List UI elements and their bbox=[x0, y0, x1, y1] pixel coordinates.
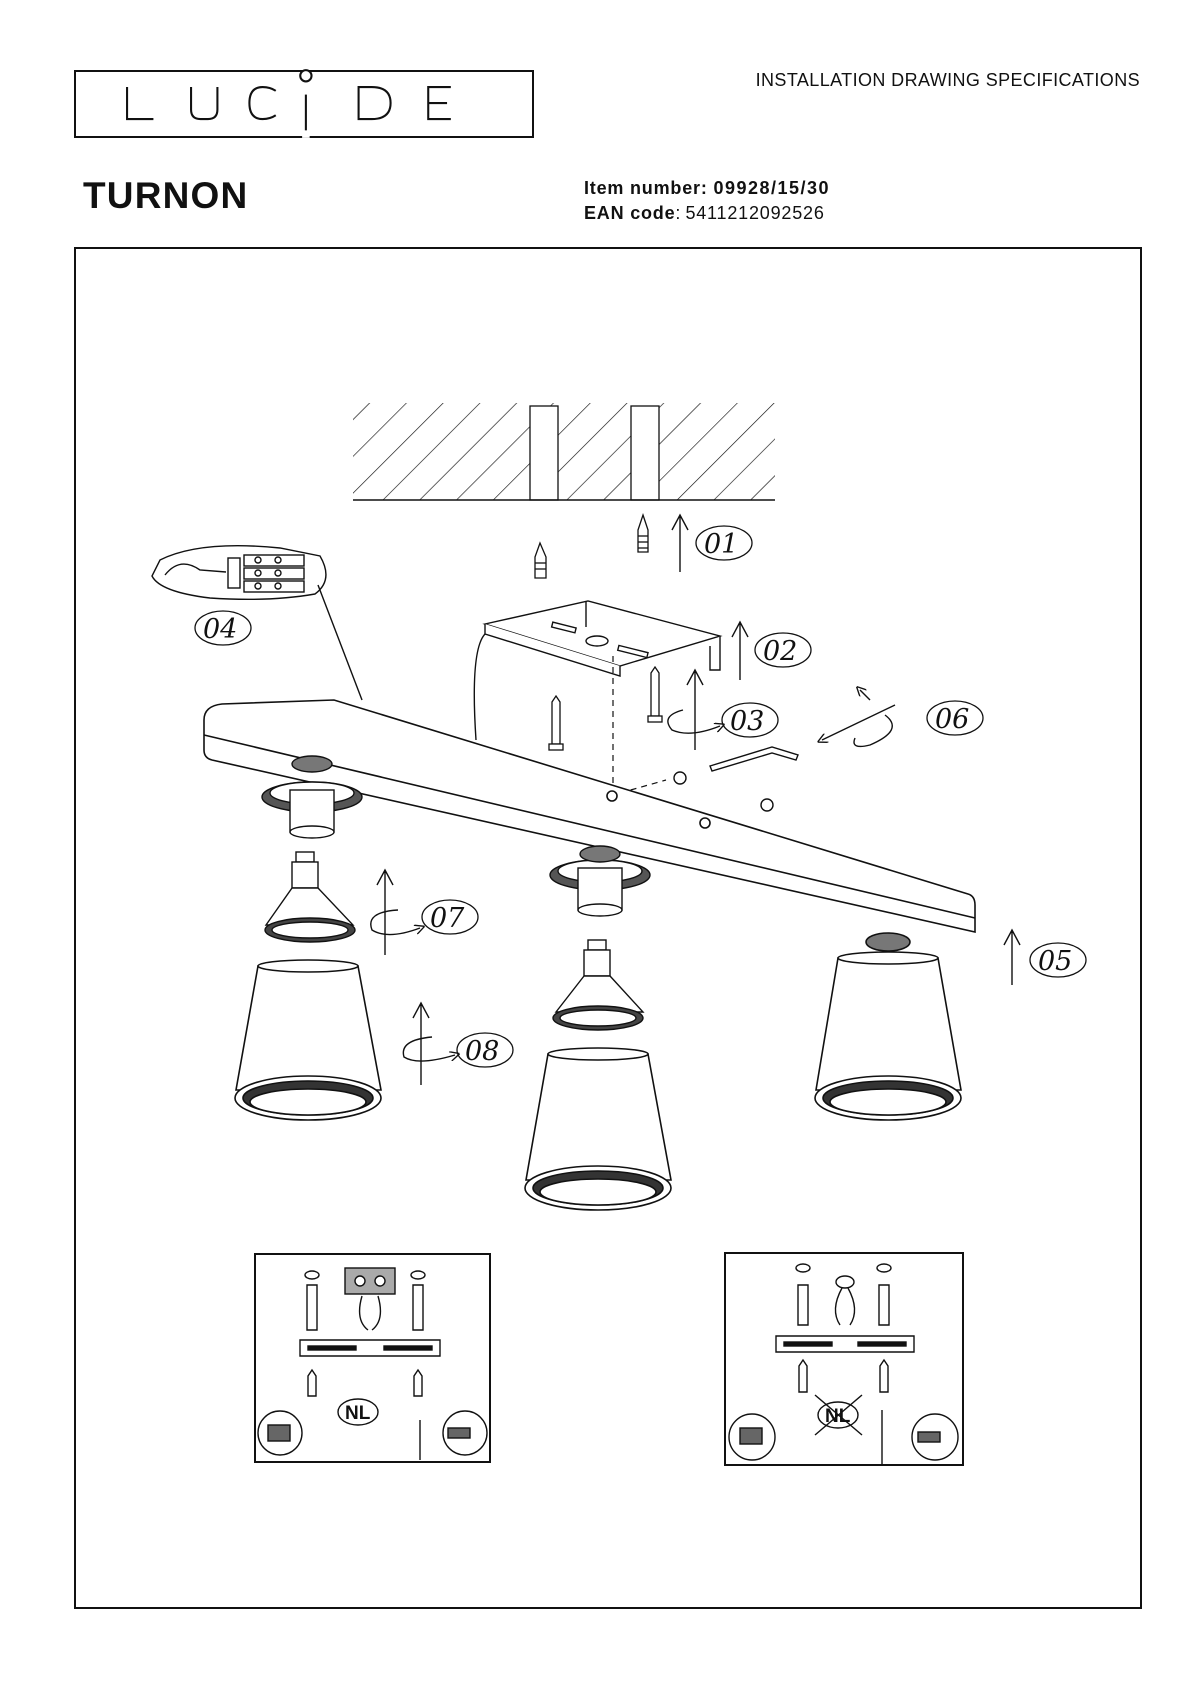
ean-value: 5411212092526 bbox=[685, 203, 825, 223]
ean-label: EAN code bbox=[584, 203, 676, 223]
bracket-screws bbox=[548, 665, 663, 751]
lamp-holder-center bbox=[549, 845, 651, 917]
inset-diagram-left bbox=[254, 1253, 491, 1463]
logo-wordmark bbox=[126, 69, 451, 138]
inset-left-badge: NL bbox=[345, 1403, 371, 1424]
drawing-frame bbox=[74, 247, 1142, 1609]
step-label-06: 06 bbox=[926, 700, 984, 736]
step-label-08: 08 bbox=[456, 1032, 514, 1068]
item-number-value: 09928/15/30 bbox=[713, 178, 831, 198]
product-name: TURNON bbox=[83, 175, 249, 216]
svg-text:03: 03 bbox=[730, 706, 764, 737]
lamp-shade-left bbox=[234, 959, 382, 1121]
svg-text:06: 06 bbox=[935, 704, 969, 735]
step-label-02: 02 bbox=[754, 632, 812, 668]
ceiling-section bbox=[353, 403, 775, 501]
lamp-shade-right bbox=[814, 932, 962, 1121]
svg-text:02: 02 bbox=[763, 636, 797, 667]
lamp-holder-left bbox=[261, 755, 363, 839]
step-label-03: 03 bbox=[721, 702, 779, 738]
svg-text:08: 08 bbox=[465, 1036, 499, 1067]
inset-diagram-right bbox=[724, 1252, 964, 1466]
svg-text:01: 01 bbox=[704, 529, 738, 560]
ean-row: EAN code: 5411212092526 bbox=[584, 203, 825, 223]
lamp-shade-center bbox=[524, 1047, 672, 1211]
brand-logo bbox=[74, 69, 534, 138]
mounting-bracket bbox=[473, 600, 723, 741]
inset-right-badge: NL bbox=[825, 1406, 851, 1427]
step-label-01: 01 bbox=[695, 525, 753, 561]
wiring-detail bbox=[151, 545, 363, 701]
svg-text:04: 04 bbox=[203, 614, 237, 645]
step-label-07: 07 bbox=[421, 899, 479, 935]
step-label-05: 05 bbox=[1029, 942, 1087, 978]
svg-text:05: 05 bbox=[1038, 946, 1072, 977]
gu10-bulb-left bbox=[264, 851, 356, 943]
ceiling-bar bbox=[203, 699, 976, 934]
product-identifiers: Item number: 09928/15/30 EAN code: 54112… bbox=[584, 176, 830, 226]
svg-text:07: 07 bbox=[430, 903, 465, 934]
wall-plug-screw bbox=[534, 512, 649, 579]
document-title: INSTALLATION DRAWING SPECIFICATIONS bbox=[755, 70, 1140, 90]
gu10-bulb-center bbox=[552, 939, 645, 1031]
item-number-label: Item number bbox=[584, 178, 701, 198]
item-number-row: Item number: 09928/15/30 bbox=[584, 178, 831, 198]
step-label-04: 04 bbox=[194, 610, 252, 646]
